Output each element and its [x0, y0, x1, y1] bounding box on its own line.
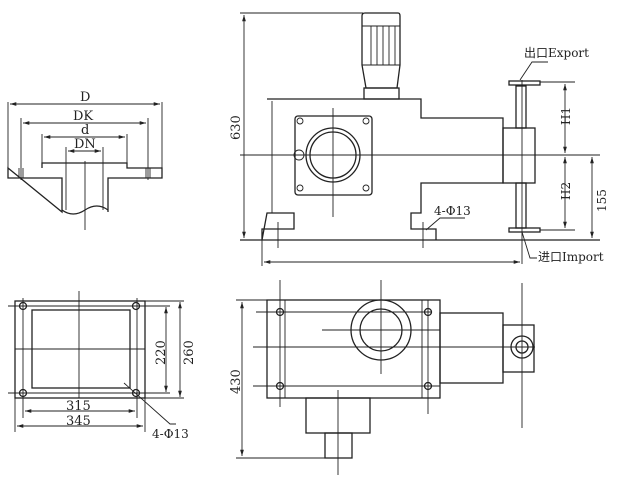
label-H2: H2	[559, 182, 573, 200]
base-footprint-view: 220 260 315 345 4-Φ13	[8, 291, 197, 441]
label-430: 430	[229, 369, 244, 394]
label-d: d	[81, 123, 89, 138]
flange-detail-view: D DK d DN	[7, 90, 163, 230]
label-315: 315	[66, 399, 91, 414]
label-H1: H1	[559, 107, 573, 125]
plan-view: 430	[229, 280, 535, 475]
label-import: 进口Import	[538, 250, 604, 264]
side-elevation-view: 630	[229, 12, 609, 266]
label-155: 155	[595, 189, 609, 212]
label-260: 260	[182, 340, 197, 365]
label-bolt-holes-side: 4-Φ13	[434, 204, 471, 218]
motor	[361, 12, 401, 100]
label-220: 220	[154, 340, 169, 365]
label-export: 出口Export	[524, 46, 589, 60]
inlet-port	[508, 227, 541, 233]
label-DK: DK	[73, 109, 93, 124]
label-630: 630	[229, 115, 244, 140]
label-345: 345	[66, 414, 91, 429]
label-D: D	[80, 90, 90, 105]
label-bolt-holes-base: 4-Φ13	[152, 427, 189, 441]
outlet-port	[508, 80, 541, 86]
label-DN: DN	[74, 137, 96, 152]
